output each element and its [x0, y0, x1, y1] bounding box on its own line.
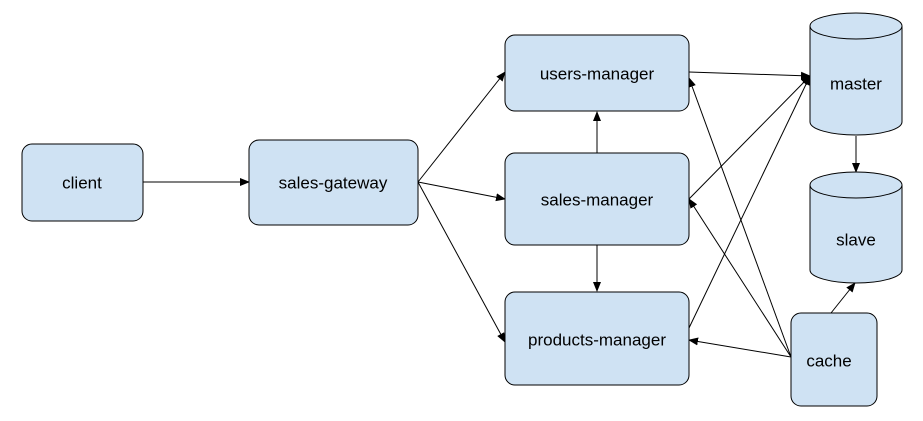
- node-sales-manager: sales-manager: [504, 152, 690, 246]
- node-label-master: master: [830, 75, 882, 94]
- node-label-sales-gateway: sales-gateway: [279, 174, 388, 193]
- node-label-users-manager: users-manager: [540, 65, 655, 84]
- edge-cache-to-sales-manager: [688, 198, 792, 358]
- edge-cache-to-users-manager: [688, 77, 792, 358]
- edge-cache-to-slave: [830, 282, 856, 314]
- edge-gateway-to-users-manager: [417, 71, 506, 183]
- node-client: client: [21, 143, 144, 222]
- node-label-slave: slave: [836, 231, 876, 250]
- edge-gateway-to-products-manager: [417, 181, 506, 343]
- edge-gateway-to-sales-manager: [417, 181, 506, 202]
- node-label-client: client: [62, 174, 102, 193]
- edge-products-manager-to-master: [688, 75, 811, 329]
- node-products-manager: products-manager: [504, 291, 690, 386]
- node-users-manager: users-manager: [504, 34, 690, 112]
- edge-cache-to-products-manager: [688, 337, 792, 358]
- edge-users-manager-to-master: [688, 71, 811, 80]
- node-slave: slave: [809, 171, 903, 284]
- edge-sales-manager-to-master: [688, 75, 811, 200]
- node-label-cache: cache: [806, 352, 851, 371]
- edges: [143, 71, 860, 358]
- node-sales-gateway: sales-gateway: [248, 139, 419, 226]
- node-label-sales-manager: sales-manager: [541, 191, 654, 210]
- node-master: master: [809, 12, 903, 136]
- node-cache: cache: [790, 312, 878, 407]
- node-label-products-manager: products-manager: [528, 331, 666, 350]
